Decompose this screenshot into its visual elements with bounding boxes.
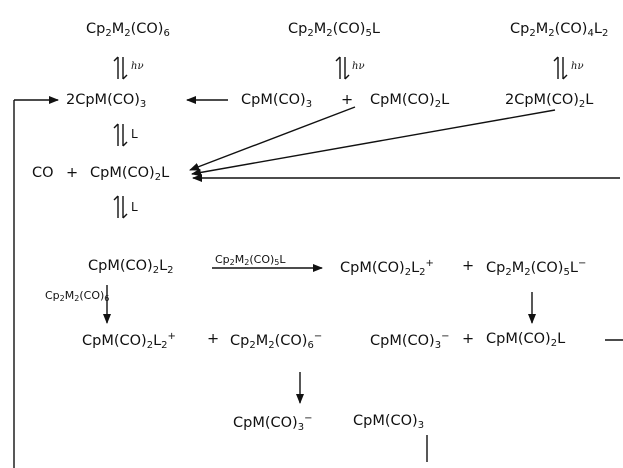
hv-label-1: hν (131, 61, 144, 72)
arrow-two-cpmco2l-down (191, 109, 556, 177)
hv-label-3: hν (571, 61, 584, 72)
two-cpmco2l: 2CpM(CO)2L (505, 92, 594, 110)
cpmco2l-row5: CpM(CO)2L (486, 331, 566, 349)
plus-row3: + (66, 165, 79, 181)
L-label-1: L (131, 127, 138, 141)
co-molecule: CO (32, 165, 54, 181)
anion-row4: Cp2M2(CO)5L− (486, 258, 587, 278)
two-cpmco3: 2CpM(CO)3 (66, 92, 147, 110)
dimer-co6: Cp2M2(CO)6 (86, 21, 170, 39)
dimer-co4l2: Cp2M2(CO)4L2 (510, 21, 609, 39)
plus-row5-1: + (207, 331, 220, 347)
equilibrium-arrow-dimer6 (113, 56, 128, 80)
cpmco2l-row2: CpM(CO)2L (370, 92, 450, 110)
plus-row2: + (341, 92, 354, 108)
cpmco3-row6: CpM(CO)3 (353, 413, 425, 431)
equilibrium-arrow-L2 (113, 195, 128, 219)
equilibrium-arrow-dimer5L (335, 56, 350, 80)
hv-label-2: hν (352, 61, 365, 72)
cpmco2l-row3: CpM(CO)2L (90, 165, 170, 183)
anion6-row5: Cp2M2(CO)6− (230, 331, 323, 351)
plus-row4: + (462, 258, 475, 274)
equilibrium-arrow-L1 (113, 123, 128, 147)
over-arrow-label: Cp2M2(CO)5L (215, 253, 286, 267)
cpmco2l2: CpM(CO)2L2 (88, 258, 174, 276)
dimer-co5l: Cp2M2(CO)5L (288, 21, 380, 39)
cation-row4: CpM(CO)2L2+ (340, 258, 434, 278)
plus-row5-2: + (462, 331, 475, 347)
side-label: Cp2M2(CO)6 (45, 289, 110, 303)
cation-row5: CpM(CO)2L2+ (82, 331, 176, 351)
cpmco3-anion-row5: CpM(CO)3− (370, 331, 450, 351)
cpmco3-anion-row6: CpM(CO)3− (233, 413, 313, 433)
L-label-2: L (131, 200, 138, 214)
equilibrium-arrow-dimer4L2 (553, 56, 568, 80)
cpmco3: CpM(CO)3 (241, 92, 313, 110)
arrow-cpmco2l-down (189, 106, 356, 171)
